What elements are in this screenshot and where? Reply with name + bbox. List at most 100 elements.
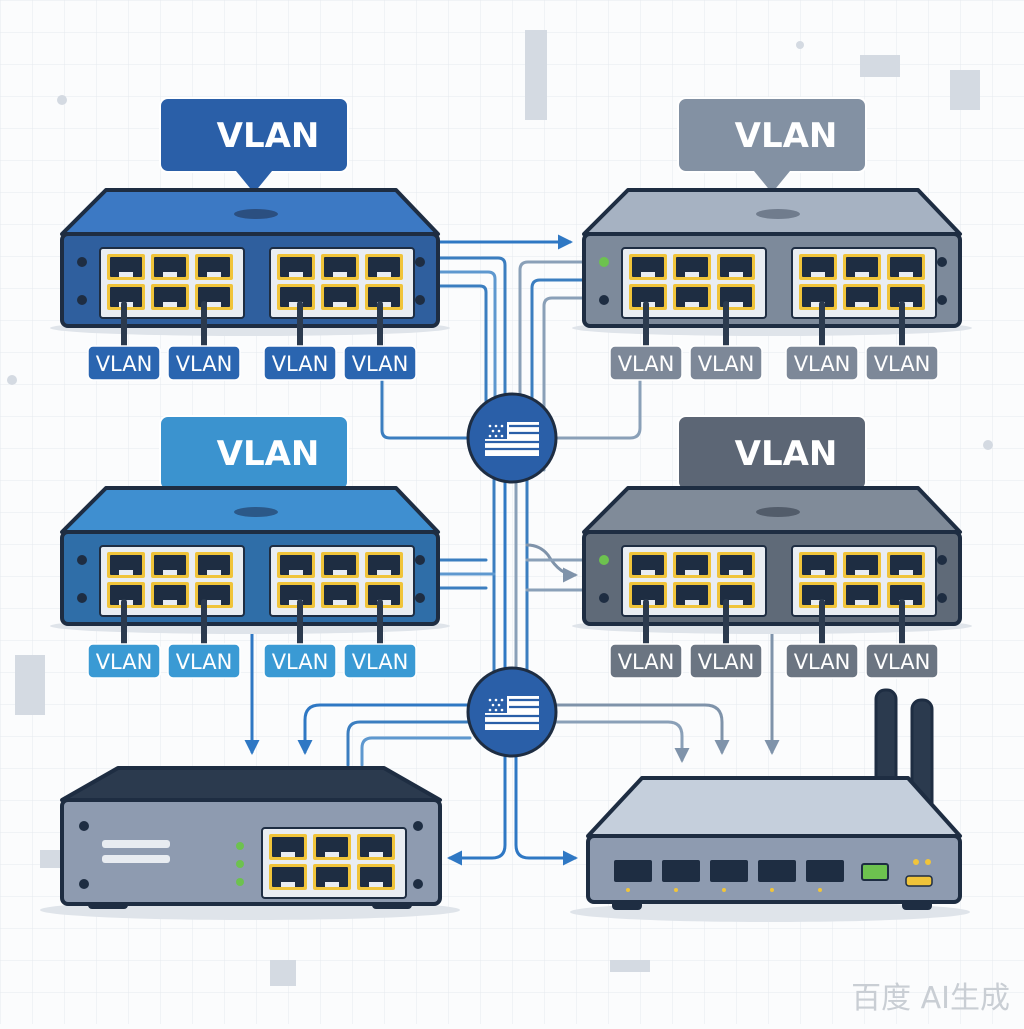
vlan-port-tag-label: VLAN [698, 352, 755, 376]
vlan-port-tag-label: VLAN [352, 650, 409, 674]
vlan-port-tag: VLAN [689, 301, 763, 381]
vlan-port-tag: VLAN [343, 301, 417, 381]
ethernet-port [673, 284, 711, 310]
ethernet-port [313, 834, 351, 860]
ethernet-port [673, 254, 711, 280]
ethernet-port [151, 582, 189, 608]
ethernet-port [365, 552, 403, 578]
ethernet-port [277, 284, 315, 310]
ethernet-port [195, 552, 233, 578]
ethernet-port [365, 284, 403, 310]
ethernet-port [717, 552, 755, 578]
ethernet-port [107, 552, 145, 578]
ethernet-port [717, 284, 755, 310]
flag-icon [485, 422, 539, 456]
vlan-port-tag-label: VLAN [272, 352, 329, 376]
vlan-port-tag: VLAN [167, 599, 241, 679]
ethernet-port [673, 582, 711, 608]
ethernet-port [629, 284, 667, 310]
port-panel [621, 545, 937, 617]
vlan-callout-label: VLAN [217, 434, 320, 474]
core-port-panel [261, 827, 407, 899]
ethernet-port [629, 254, 667, 280]
ethernet-port [799, 284, 837, 310]
ethernet-port [843, 582, 881, 608]
ethernet-port [195, 582, 233, 608]
ethernet-port [277, 582, 315, 608]
vlan-port-tag-label: VLAN [96, 352, 153, 376]
ethernet-port [887, 582, 925, 608]
ethernet-port [843, 284, 881, 310]
ethernet-port [799, 552, 837, 578]
vlan-port-tag: VLAN [167, 301, 241, 381]
ethernet-port [673, 552, 711, 578]
vlan-callout: VLAN [159, 97, 349, 193]
switch-4: VLAN VLAN VLAN VLAN VLAN [572, 415, 972, 679]
vlan-port-tag: VLAN [343, 599, 417, 679]
vlan-port-tag: VLAN [87, 599, 161, 679]
ethernet-port [365, 254, 403, 280]
vlan-port-tag: VLAN [785, 599, 859, 679]
ethernet-port [799, 254, 837, 280]
vlan-callout: VLAN [677, 97, 867, 193]
vlan-port-tag-label: VLAN [176, 352, 233, 376]
ethernet-port [717, 582, 755, 608]
ethernet-port [151, 254, 189, 280]
vlan-port-tag-label: VLAN [874, 650, 931, 674]
vlan-port-tag-label: VLAN [352, 352, 409, 376]
vlan-port-tag: VLAN [263, 301, 337, 381]
ethernet-port [277, 254, 315, 280]
vlan-port-tag-label: VLAN [698, 650, 755, 674]
vlan-port-tag-label: VLAN [618, 352, 675, 376]
connection-lines [244, 234, 780, 866]
ethernet-port [151, 284, 189, 310]
vlan-port-tag-label: VLAN [794, 650, 851, 674]
watermark: 百度 AI生成 [851, 981, 1010, 1016]
ethernet-port [357, 834, 395, 860]
switch-2: VLAN VLAN VLAN VLAN VLAN [572, 97, 972, 381]
ethernet-port [321, 552, 359, 578]
ethernet-port [269, 864, 307, 890]
ethernet-port [321, 582, 359, 608]
ethernet-port [887, 552, 925, 578]
ethernet-port [151, 552, 189, 578]
vlan-callout-label: VLAN [735, 434, 838, 474]
core-switch [40, 766, 460, 920]
ethernet-port [717, 254, 755, 280]
router-port-row [614, 860, 844, 892]
hub-upper [466, 392, 558, 484]
port-panel [99, 247, 415, 319]
switch-1: VLAN VLAN VLAN VLAN VLAN [50, 97, 450, 381]
vlan-callout-label: VLAN [735, 116, 838, 156]
ethernet-port [629, 582, 667, 608]
ethernet-port [195, 284, 233, 310]
vlan-callout-label: VLAN [217, 116, 320, 156]
ethernet-port [887, 284, 925, 310]
vlan-port-tag: VLAN [865, 599, 939, 679]
switch-3: VLAN VLAN VLAN VLAN VLAN [50, 415, 450, 679]
ethernet-port [365, 582, 403, 608]
ethernet-port [107, 254, 145, 280]
background-decoration [7, 30, 993, 986]
vlan-port-tag-label: VLAN [176, 650, 233, 674]
vlan-port-tag: VLAN [785, 301, 859, 381]
ethernet-port [843, 254, 881, 280]
ethernet-port [843, 552, 881, 578]
ethernet-port [195, 254, 233, 280]
ethernet-port [799, 582, 837, 608]
vlan-port-tag-label: VLAN [794, 352, 851, 376]
ethernet-port [269, 834, 307, 860]
flag-icon [485, 696, 539, 730]
ethernet-port [313, 864, 351, 890]
vlan-port-tag: VLAN [609, 599, 683, 679]
vlan-port-tag: VLAN [87, 301, 161, 381]
port-panel [99, 545, 415, 617]
port-panel [621, 247, 937, 319]
vlan-port-tag-label: VLAN [272, 650, 329, 674]
ethernet-port [277, 552, 315, 578]
vlan-port-tag-label: VLAN [96, 650, 153, 674]
vlan-port-tag: VLAN [865, 301, 939, 381]
